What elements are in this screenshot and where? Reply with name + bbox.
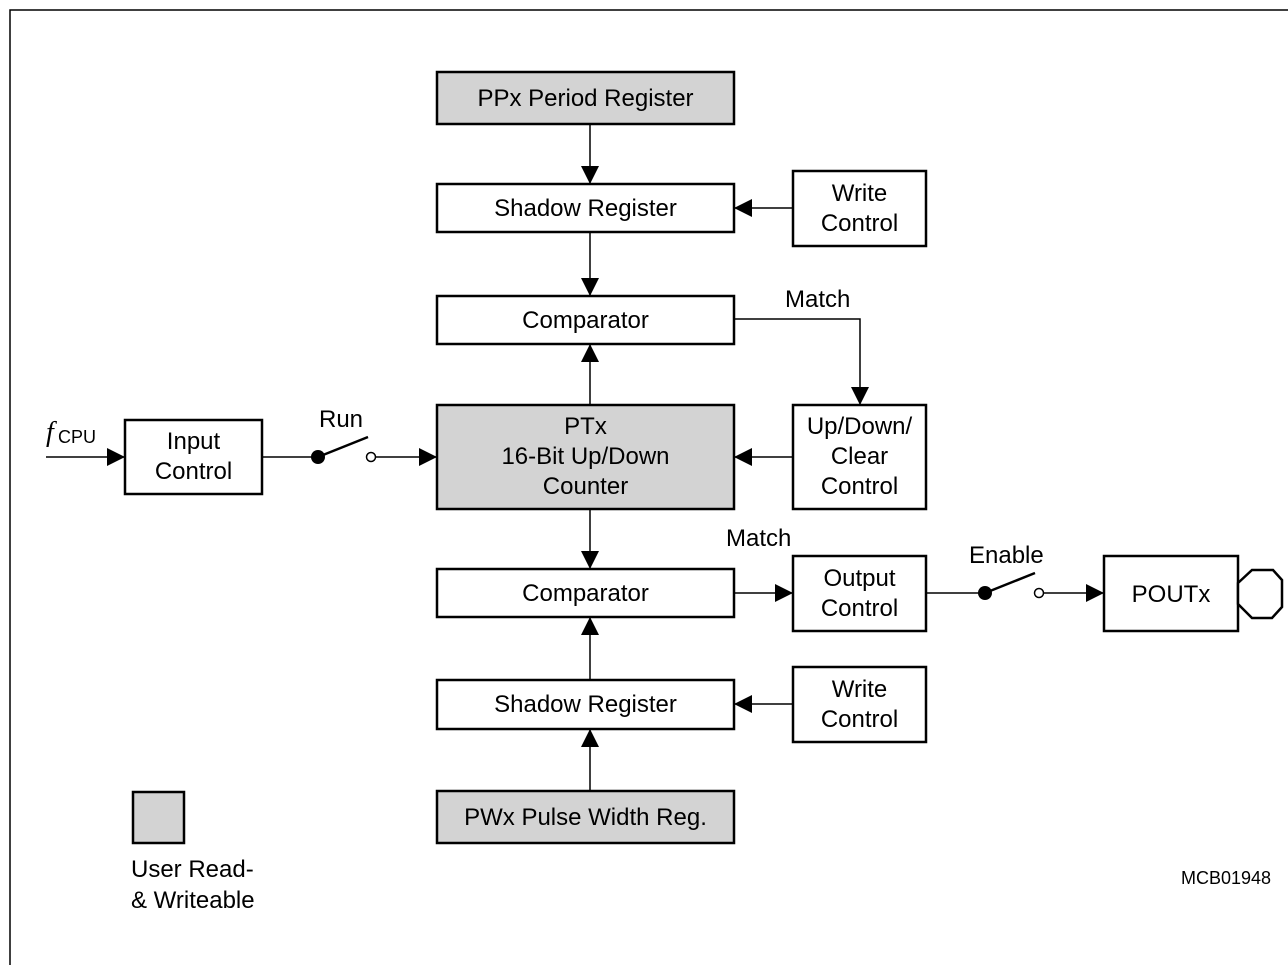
figure-frame xyxy=(9,9,1288,965)
match-top-label: Match xyxy=(785,286,850,313)
comparator-top-block: Comparator xyxy=(435,294,736,346)
write-control-bottom-block: Write Control xyxy=(791,665,928,744)
input-control-block: Input Control xyxy=(123,418,264,496)
updown-control-line3: Control xyxy=(821,473,898,500)
comparator-top-label: Comparator xyxy=(522,307,649,334)
pwx-pulse-width-register-block: PWx Pulse Width Reg. xyxy=(435,789,736,845)
updown-clear-control-block: Up/Down/ Clear Control xyxy=(791,403,928,511)
legend-line2: & Writeable xyxy=(131,887,255,914)
write-control-bottom-line2: Control xyxy=(821,706,898,733)
output-pin-icon xyxy=(1236,568,1284,620)
ptx-counter-line1: PTx xyxy=(564,413,607,440)
shadow-register-bottom-block: Shadow Register xyxy=(435,678,736,731)
poutx-block: POUTx xyxy=(1102,554,1240,633)
shadow-register-bottom-label: Shadow Register xyxy=(494,691,677,718)
pwx-pulse-width-register-label: PWx Pulse Width Reg. xyxy=(464,804,707,831)
fcpu-sub-label: CPU xyxy=(58,427,96,447)
comparator-bottom-label: Comparator xyxy=(522,580,649,607)
output-control-line2: Control xyxy=(821,595,898,622)
fcpu-f-label: f xyxy=(46,417,57,448)
write-control-top-line1: Write xyxy=(832,180,888,207)
ptx-counter-block: PTx 16-Bit Up/Down Counter xyxy=(435,403,736,511)
shadow-register-top-block: Shadow Register xyxy=(435,182,736,234)
ptx-counter-line2: 16-Bit Up/Down xyxy=(501,443,669,470)
legend-swatch xyxy=(131,790,186,845)
output-control-line1: Output xyxy=(823,565,895,592)
run-switch-contact xyxy=(365,451,377,463)
write-control-top-block: Write Control xyxy=(791,169,928,248)
run-switch-lever xyxy=(317,435,369,459)
comparator-bottom-block: Comparator xyxy=(435,567,736,619)
ptx-counter-line3: Counter xyxy=(543,473,628,500)
arrow-match-to-updown xyxy=(734,318,869,405)
updown-control-line2: Clear xyxy=(831,443,888,470)
poutx-label: POUTx xyxy=(1132,581,1211,608)
shadow-register-top-label: Shadow Register xyxy=(494,195,677,222)
updown-control-line1: Up/Down/ xyxy=(807,413,913,440)
legend-line1: User Read- xyxy=(131,856,254,883)
run-label: Run xyxy=(319,406,363,433)
match-bottom-label: Match xyxy=(726,525,791,552)
ppx-period-register-label: PPx Period Register xyxy=(477,85,693,112)
write-control-bottom-line1: Write xyxy=(832,676,888,703)
ppx-period-register-block: PPx Period Register xyxy=(435,70,736,126)
figure-id: MCB01948 xyxy=(1181,868,1271,888)
write-control-top-line2: Control xyxy=(821,210,898,237)
input-control-line2: Control xyxy=(155,458,232,485)
enable-label: Enable xyxy=(969,542,1044,569)
enable-switch-contact xyxy=(1033,587,1045,599)
enable-switch-lever xyxy=(984,571,1036,595)
output-control-block: Output Control xyxy=(791,554,928,633)
input-control-line1: Input xyxy=(167,428,221,455)
